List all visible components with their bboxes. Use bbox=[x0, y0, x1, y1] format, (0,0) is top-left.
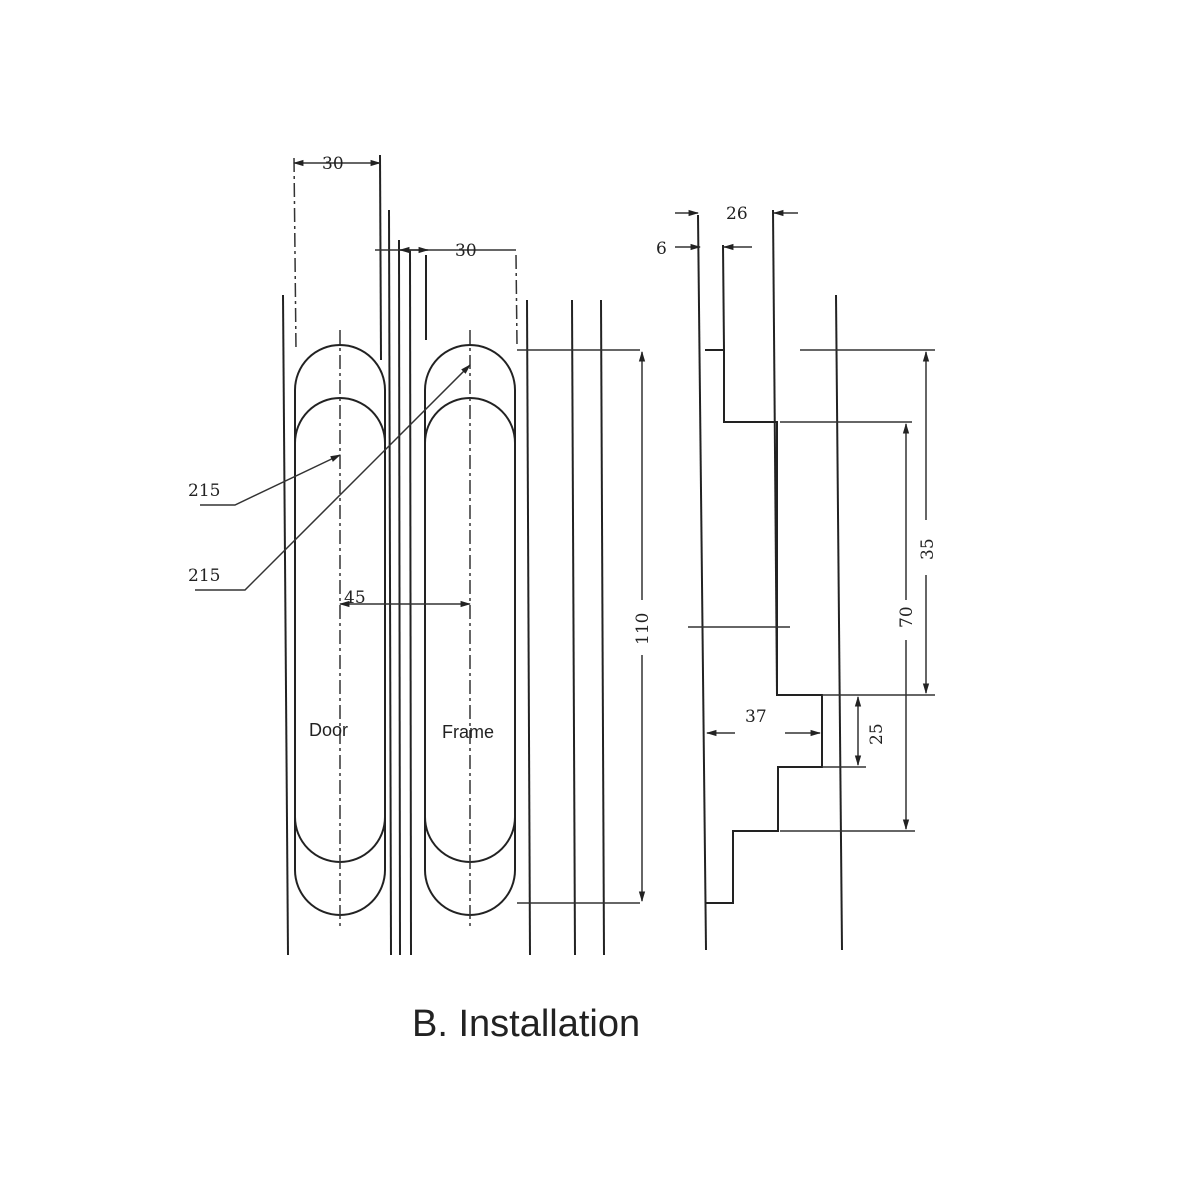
right-view: 26 6 35 70 25 37 bbox=[656, 204, 938, 951]
frame-slot bbox=[424, 330, 516, 930]
dim-top-width: 30 bbox=[322, 154, 344, 174]
dim-step: 6 bbox=[656, 239, 667, 259]
dim-upper-radius: 215 bbox=[188, 481, 220, 501]
frame-label: Frame bbox=[442, 722, 494, 742]
dim-middle: 70 bbox=[897, 606, 917, 628]
dim-lower: 25 bbox=[867, 723, 887, 745]
step-profile bbox=[705, 349, 823, 904]
door-slot bbox=[294, 330, 386, 930]
dim-lower-radius: 215 bbox=[188, 566, 220, 586]
dim-upper: 35 bbox=[918, 538, 938, 560]
dim-height: 110 bbox=[633, 613, 653, 645]
door-label: Door bbox=[309, 720, 348, 740]
dim-width: 26 bbox=[726, 204, 748, 224]
dim-center-spacing: 45 bbox=[344, 588, 366, 608]
dim-offset: 30 bbox=[455, 241, 477, 261]
vertical-lines bbox=[697, 209, 843, 951]
caption: B. Installation bbox=[412, 1003, 640, 1045]
dimension-lines bbox=[195, 159, 646, 904]
dimension-lines bbox=[675, 209, 935, 832]
left-view: 30 30 215 215 45 Door Frame 110 bbox=[188, 154, 653, 956]
dim-depth: 37 bbox=[745, 707, 767, 727]
vertical-lines bbox=[282, 154, 605, 956]
